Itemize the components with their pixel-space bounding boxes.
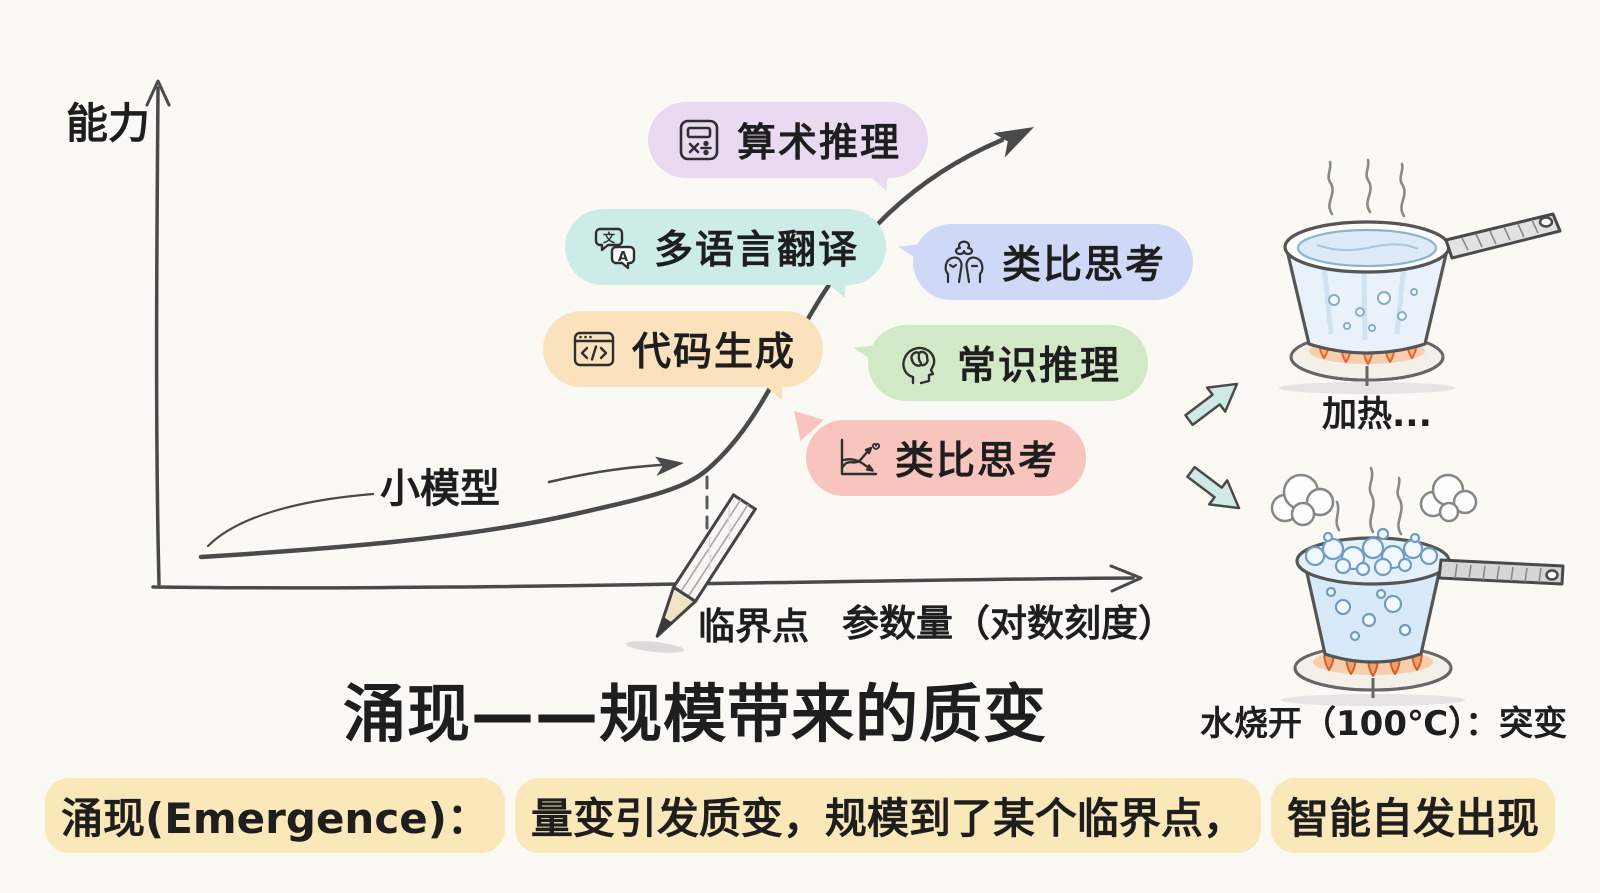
y-axis-label: 能力 bbox=[66, 99, 151, 148]
pencil-shadow bbox=[626, 641, 684, 653]
definition-highlight-term: 涌现(Emergence)： bbox=[45, 778, 505, 853]
bubble-label: 代码生成 bbox=[632, 330, 797, 375]
brain-head-icon bbox=[902, 346, 936, 385]
small-model-leader-line bbox=[206, 492, 375, 548]
boiling-pot-illustration bbox=[1270, 466, 1565, 706]
arrow-to-boiling-icon bbox=[1186, 465, 1241, 510]
bubble-code-generation: 代码生成 bbox=[543, 311, 824, 387]
bubble-label: 算术推理 bbox=[737, 121, 902, 166]
bubble-label: 常识推理 bbox=[957, 344, 1122, 389]
bubble-label: 多语言翻译 bbox=[654, 228, 860, 273]
page-title: 涌现——规模带来的质变 bbox=[343, 678, 1047, 751]
emergence-definition: 涌现(Emergence)：量变引发质变，规模到了某个临界点，智能自发出现 bbox=[0, 778, 1600, 853]
curve-arrowhead bbox=[993, 127, 1034, 158]
bubble-analogical-thinking-2: 类比思考 bbox=[794, 411, 1087, 496]
code-window-icon bbox=[573, 331, 615, 367]
x-axis-label: 参数量（对数刻度） bbox=[842, 602, 1175, 645]
bubble-label: 类比思考 bbox=[1002, 243, 1167, 288]
boiling-caption: 水烧开（100℃）：突变 bbox=[1200, 704, 1568, 744]
x-axis bbox=[151, 576, 1135, 590]
definition-highlight-result: 智能自发出现 bbox=[1270, 778, 1555, 853]
x-axis-arrowhead bbox=[1109, 564, 1143, 593]
arrow-to-heating-icon bbox=[1184, 382, 1239, 427]
svg-text:文: 文 bbox=[603, 230, 616, 245]
critical-point-label: 临界点 bbox=[698, 605, 809, 648]
bubble-arithmetic-reasoning: 算术推理 bbox=[648, 102, 929, 178]
pencil-illustration bbox=[655, 492, 758, 638]
heating-caption: 加热... bbox=[1322, 395, 1432, 435]
definition-highlight-body: 量变引发质变，规模到了某个临界点， bbox=[514, 778, 1261, 853]
talking-heads-icon bbox=[944, 240, 984, 284]
bubble-commonsense-reasoning: 常识推理 bbox=[853, 325, 1149, 401]
curve-chart-icon bbox=[840, 438, 881, 476]
bubble-label: 类比思考 bbox=[895, 439, 1060, 484]
y-axis bbox=[154, 86, 161, 586]
bubble-multilingual-translation: 文 A 多语言翻译 bbox=[565, 209, 887, 285]
small-model-arrowhead bbox=[655, 456, 684, 477]
heating-pot-illustration bbox=[1279, 158, 1562, 394]
bubble-analogical-thinking: 类比思考 bbox=[898, 224, 1194, 300]
translate-icon: 文 A bbox=[594, 227, 636, 270]
y-axis-arrowhead bbox=[145, 79, 171, 107]
small-model-label: 小模型 bbox=[380, 466, 500, 512]
calculator-icon bbox=[679, 119, 719, 161]
svg-text:A: A bbox=[618, 250, 628, 265]
small-model-arrow bbox=[547, 462, 678, 484]
